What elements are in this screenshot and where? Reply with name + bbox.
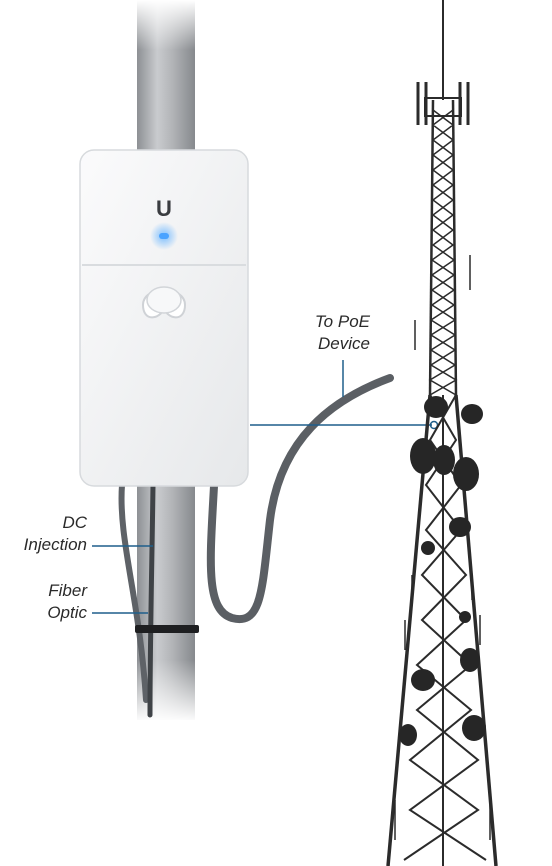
callout-text: Injection: [23, 535, 87, 554]
callout-text: Device: [318, 334, 370, 353]
pole-cables: [118, 482, 156, 718]
poe-cable: [206, 374, 394, 624]
callout-text: To PoE: [314, 312, 370, 331]
enclosure: U: [79, 149, 249, 487]
callout-fiber-optic: Fiber Optic: [10, 580, 87, 624]
cable-tie: [135, 625, 199, 633]
callout-to-poe-device: To PoE Device: [300, 311, 370, 355]
device-logo: U: [156, 196, 172, 221]
status-led: [159, 233, 169, 239]
callout-text: DC: [62, 513, 87, 532]
callout-text: Fiber: [48, 581, 87, 600]
tower-dishes: [399, 396, 486, 746]
callout-dc-injection: DC Injection: [10, 512, 87, 556]
callout-text: Optic: [47, 603, 87, 622]
callout-lines: [92, 360, 439, 614]
